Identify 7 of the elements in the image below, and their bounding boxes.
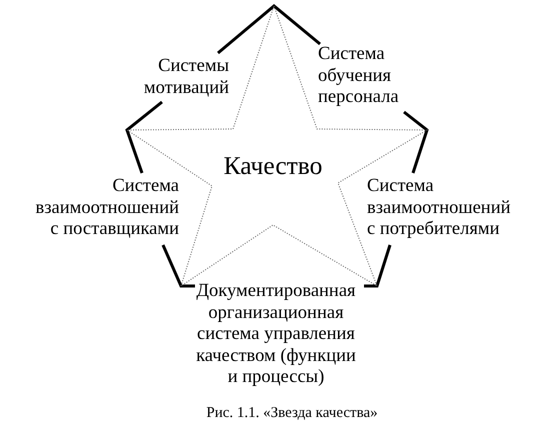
side-label: Система взаимоотношений с потребителями <box>367 176 512 240</box>
side-label: Система взаимоотношений с поставщиками <box>34 176 179 240</box>
side-label: Документированная организационная система управления качеством (функции и процессы) <box>195 281 357 388</box>
star-title: Качество <box>224 151 322 181</box>
side-label: Системы мотиваций <box>142 56 229 99</box>
side-label: Система обучения персонала <box>318 44 400 108</box>
figure-caption: Рис. 1.1. «Звезда качества» <box>206 404 378 422</box>
